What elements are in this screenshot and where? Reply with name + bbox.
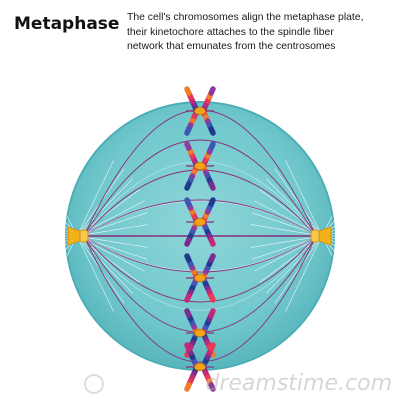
chromosome — [184, 342, 216, 392]
spindle-fiber — [83, 235, 317, 363]
chromosome-band — [184, 253, 192, 263]
chromosome — [184, 86, 216, 136]
astral-ray — [250, 235, 323, 248]
chromosome-band — [208, 181, 216, 191]
astral-ray — [76, 235, 148, 260]
kinetochore — [194, 273, 206, 283]
astral-ray — [76, 235, 145, 272]
chromosome-band — [184, 293, 192, 303]
chromosome-band — [184, 181, 192, 191]
chromosome-band — [208, 126, 216, 136]
page-title: Metaphase — [14, 14, 120, 34]
astral-ray — [76, 235, 133, 294]
chromosome-band — [208, 382, 216, 392]
description: The cell's chromosomes align the metapha… — [127, 11, 395, 55]
centrosome-right-icon — [310, 226, 332, 246]
description-line-3: network that emunates from the centrosom… — [127, 41, 336, 52]
centrosome-left-icon — [67, 226, 89, 246]
chromatid — [184, 253, 216, 303]
astral-ray — [274, 235, 323, 304]
chromatid — [184, 342, 216, 392]
chromosome — [184, 197, 216, 247]
astral-ray — [76, 212, 148, 237]
description-line-1: The cell's chromosomes align the metapha… — [127, 12, 364, 23]
kinetochore — [194, 106, 206, 116]
chromosome-band — [208, 342, 216, 352]
astral-ray — [83, 235, 317, 311]
astral-ray — [76, 235, 149, 248]
astral-ray — [266, 235, 323, 294]
astral-ray — [83, 235, 317, 272]
chromosome — [184, 141, 216, 191]
chromosome-band — [208, 141, 216, 151]
astral-ray — [285, 235, 323, 312]
spindle-fiber — [83, 235, 317, 303]
astral-ray — [266, 178, 323, 237]
chromosome-band — [208, 86, 216, 96]
astral-ray — [76, 200, 145, 237]
astral-ray — [83, 200, 317, 237]
spindle-fiber — [83, 235, 317, 273]
astral-ray — [76, 160, 114, 237]
chromosomes — [184, 86, 216, 392]
astral-ray — [274, 168, 323, 237]
astral-ray — [285, 160, 323, 237]
kinetochore — [194, 328, 206, 338]
watermark: dreamstime.com — [205, 371, 392, 396]
astral-ray — [76, 235, 114, 312]
kinetochore — [194, 161, 206, 171]
astral-ray — [250, 224, 323, 237]
chromosome-band — [184, 126, 192, 136]
chromosome-band — [184, 237, 192, 247]
chromosome-band — [208, 237, 216, 247]
chromosome — [184, 253, 216, 303]
chromosome-band — [208, 293, 216, 303]
dreamstime-logo-icon — [84, 374, 104, 394]
chromosome-band — [208, 197, 216, 207]
chromosome-band — [184, 342, 192, 352]
kinetochore — [194, 217, 206, 227]
chromosome-band — [184, 197, 192, 207]
spindle-fiber — [83, 199, 317, 237]
chromosome-band — [184, 86, 192, 96]
spindle-fiber — [83, 139, 317, 237]
chromosome-band — [184, 141, 192, 151]
description-line-2: their kinetochore attaches to the spindl… — [127, 26, 334, 38]
chromosome-band — [184, 382, 192, 392]
chromosome-band — [208, 308, 216, 318]
chromatid — [184, 86, 216, 136]
astral-ray — [76, 224, 149, 237]
chromosome-band — [208, 253, 216, 263]
kinetochore — [194, 362, 206, 372]
chromosome-band — [184, 308, 192, 318]
astral-ray — [76, 178, 133, 237]
